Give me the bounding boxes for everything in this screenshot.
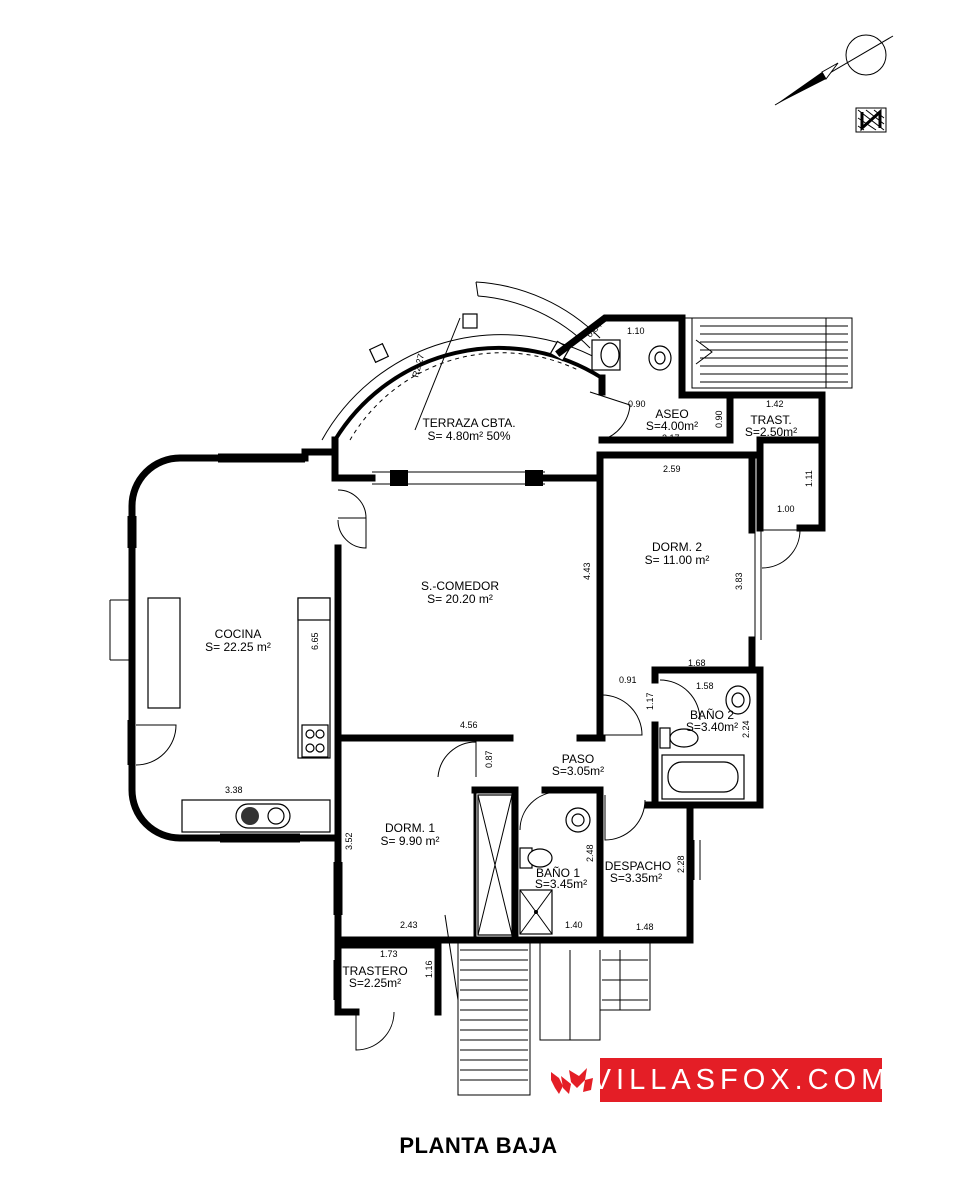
dim-1-73: 1.73 [380,949,398,959]
dim-2-48: 2.48 [585,844,595,862]
dim-radius: R2.27 [410,353,426,379]
north-letter-icon [855,107,887,133]
room-name-comedor: S.-COMEDOR [421,579,499,593]
dim-1-17: 1.17 [645,692,655,710]
dim-3-38: 3.38 [225,785,243,795]
dim-2-28: 2.28 [676,855,686,873]
room-area-bano1: S=3.45m² [535,877,587,891]
room-area-aseo: S=4.00m² [646,419,698,433]
windows [109,453,701,1000]
dim-3-83: 3.83 [734,572,744,590]
doors [135,391,801,1051]
dimension-labels: R2.27 0.84 1.10 0.90 0.90 2.17 1.42 1.11… [225,320,814,978]
fixtures [147,339,751,936]
dim-4-56: 4.56 [460,720,478,730]
dim-1-68: 1.68 [688,658,706,668]
dim-2-17: 2.17 [662,433,680,443]
room-area-dorm2: S= 11.00 m² [645,553,710,567]
room-area-dorm1: S= 9.90 m² [380,834,439,848]
dim-2-43: 2.43 [400,920,418,930]
room-name-bano2: BAÑO 2 [690,708,734,722]
stairs-bottom [444,914,651,1096]
dim-1-40: 1.40 [565,920,583,930]
room-name-aseo: ASEO [655,407,688,421]
dim-0-91: 0.91 [619,675,637,685]
walls [128,314,853,1016]
dim-1-10: 1.10 [627,326,645,336]
dim-0-90-a: 0.90 [628,399,646,409]
dim-2-59: 2.59 [663,464,681,474]
room-name-despacho: DESPACHO [605,859,671,873]
room-area-despacho: S=3.35m² [610,871,662,885]
dim-3-52: 3.52 [344,832,354,850]
room-area-terraza: S= 4.80m² 50% [427,429,510,443]
dim-4-43: 4.43 [582,562,592,580]
dim-1-00: 1.00 [777,504,795,514]
dim-1-11: 1.11 [804,470,814,487]
villasfox-logo [551,1068,593,1094]
brand-banner: VILLASFOX.COM [592,1058,885,1102]
dim-1-42: 1.42 [766,399,784,409]
plan-title: PLANTA BAJA [399,1133,558,1158]
dim-6-65: 6.65 [310,632,320,650]
dim-1-48: 1.48 [636,922,654,932]
room-labels: TERRAZA CBTA. S= 4.80m² 50% ASEO S=4.00m… [205,407,797,990]
terraza-terrace [321,281,604,442]
room-area-bano2: S=3.40m² [686,720,738,734]
dim-1-58: 1.58 [696,681,714,691]
room-area-trastero: S=2.25m² [349,976,401,990]
room-name-trastero: TRASTERO [342,964,407,978]
room-name-cocina: COCINA [215,627,262,641]
dim-2-24: 2.24 [741,720,751,738]
room-area-comedor: S= 20.20 m² [427,592,493,606]
room-area-cocina: S= 22.25 m² [205,640,271,654]
room-name-paso: PASO [562,752,594,766]
room-name-terraza: TERRAZA CBTA. [422,416,515,430]
room-area-paso: S=3.05m² [552,764,604,778]
north-arrow-icon [774,34,894,106]
dim-1-16: 1.16 [424,960,434,978]
room-name-dorm1: DORM. 1 [385,821,435,835]
dim-0-87: 0.87 [484,750,494,768]
room-name-dorm2: DORM. 2 [652,540,702,554]
room-area-trast: S=2.50m² [745,425,797,439]
dim-0-90-b: 0.90 [714,410,724,428]
room-name-trast: TRAST. [750,413,791,427]
room-name-bano1: BAÑO 1 [536,866,580,880]
